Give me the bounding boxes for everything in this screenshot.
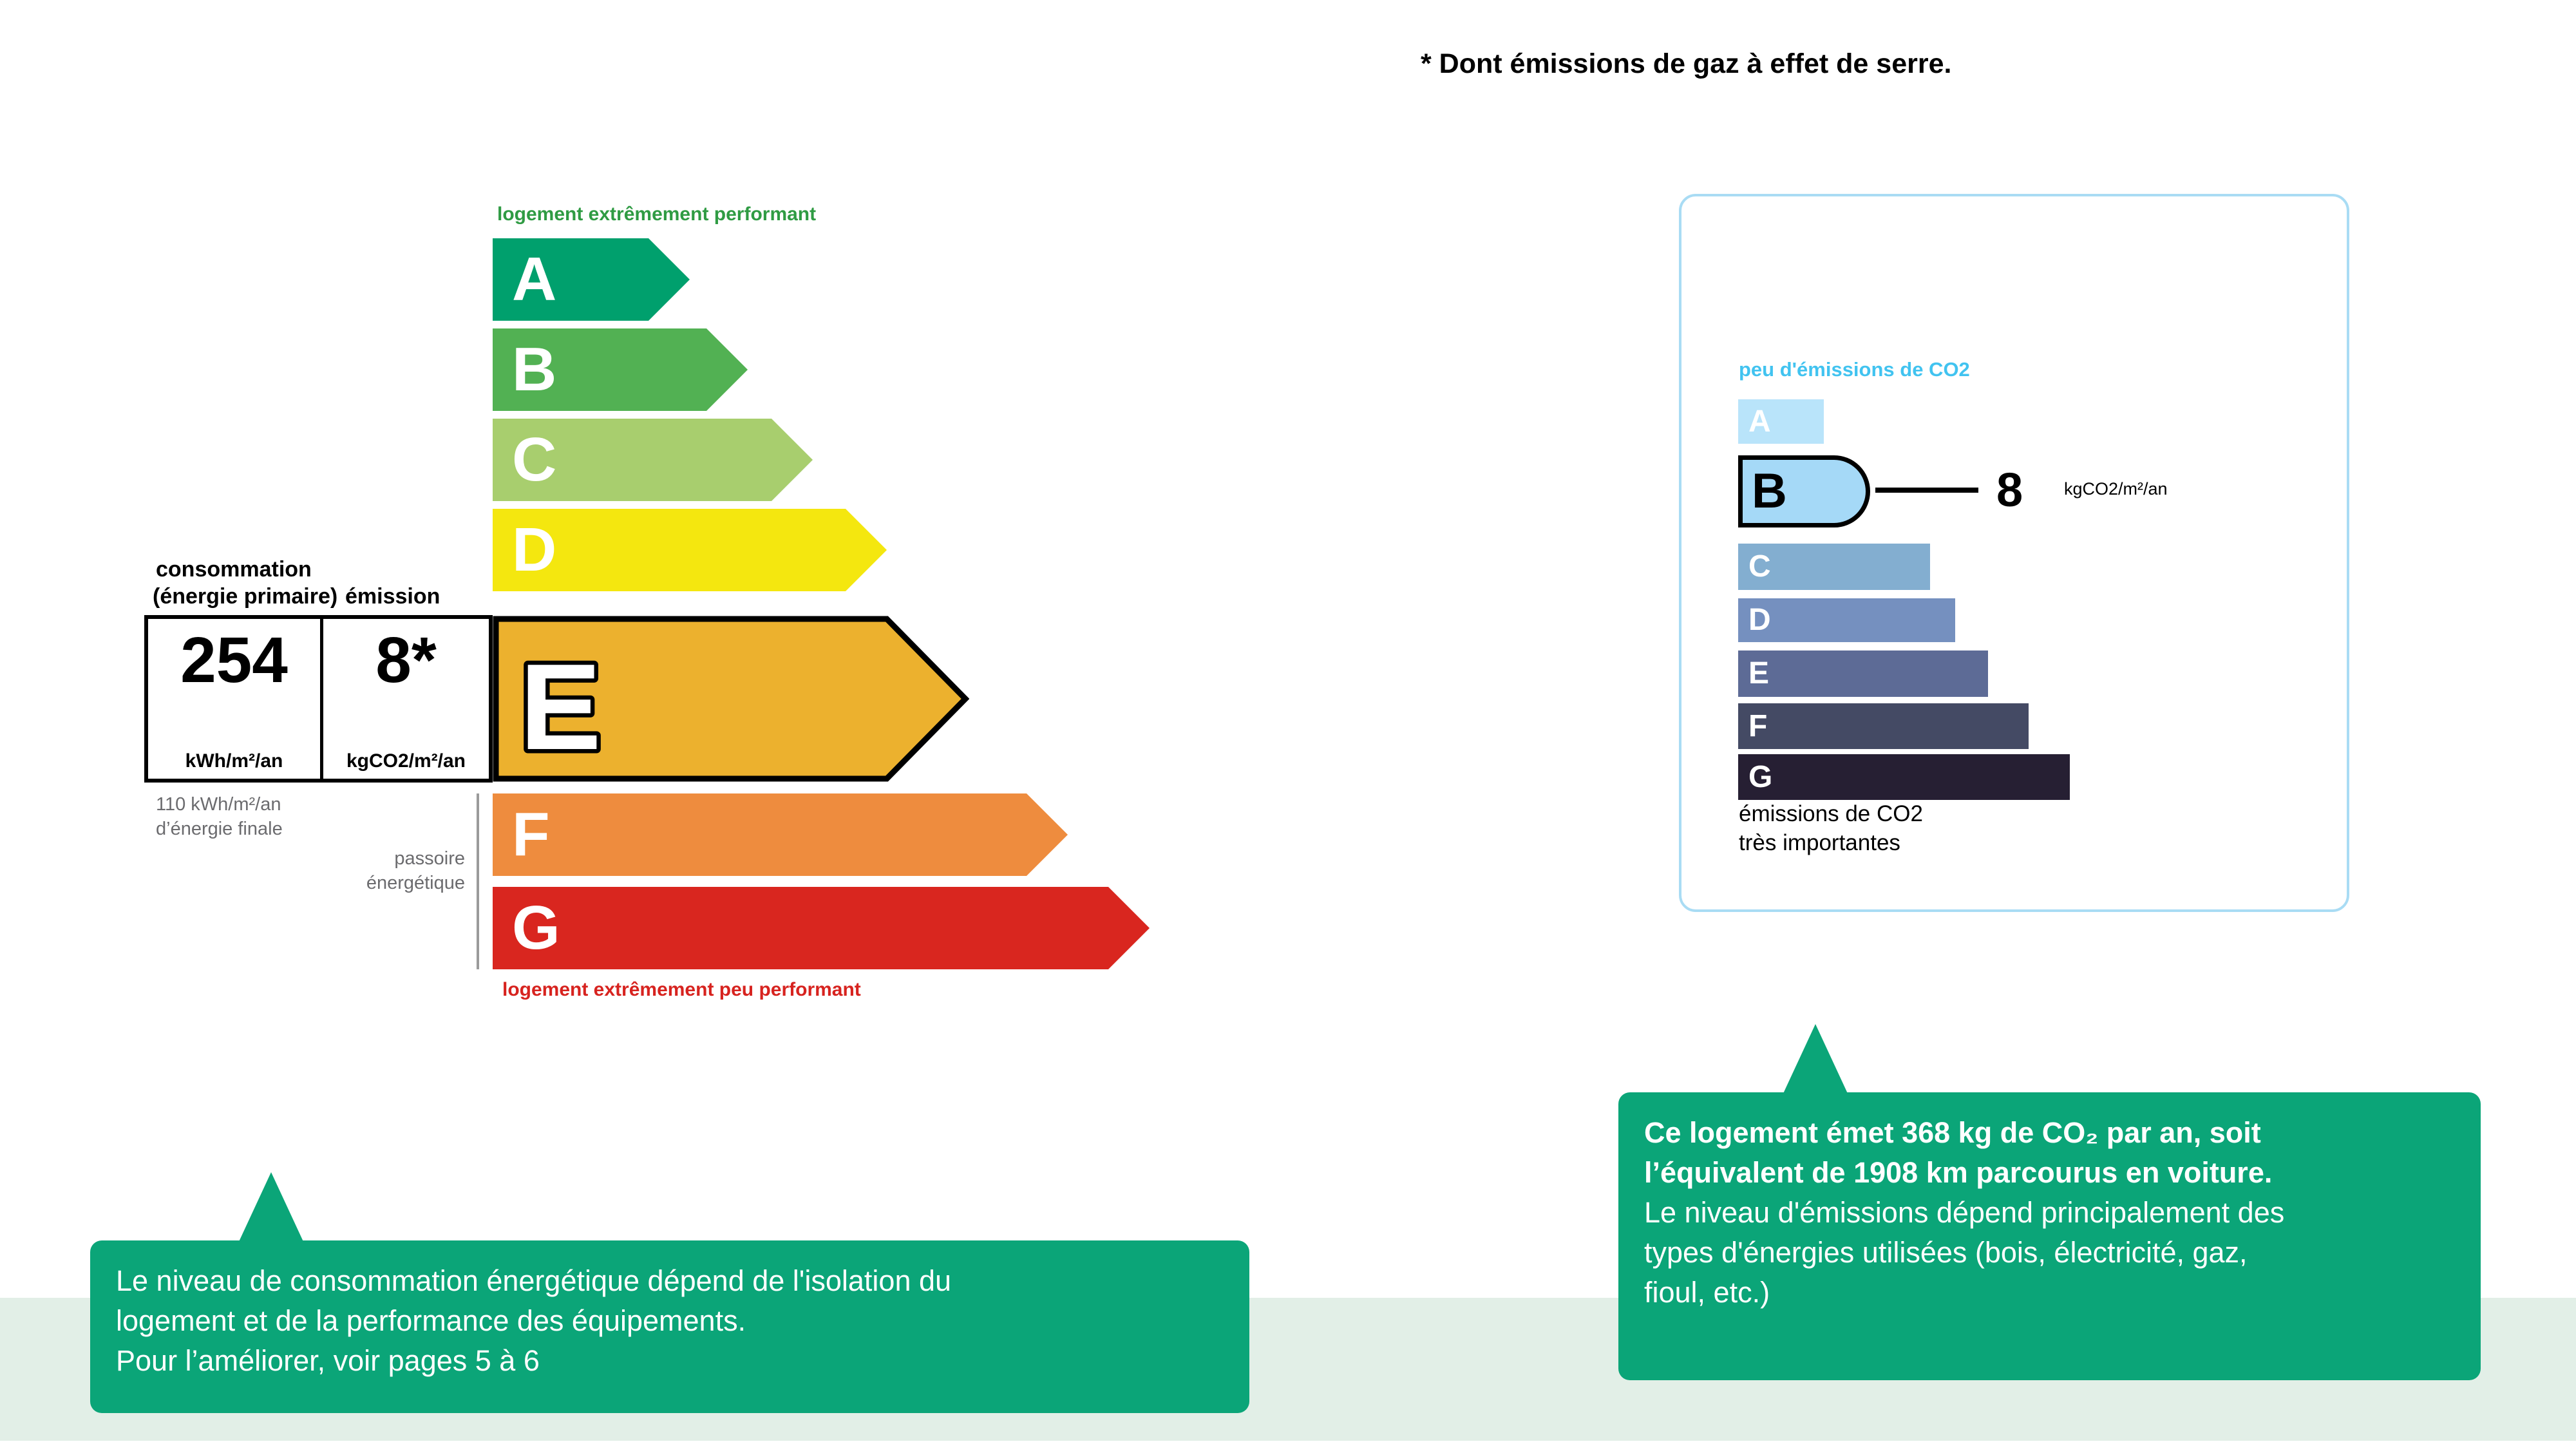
consumption-header-line2: (énergie primaire) xyxy=(153,584,338,609)
energy-class-c-letter: C xyxy=(512,425,557,494)
passoire-bracket-line xyxy=(477,793,479,969)
energy-class-e-letter: E xyxy=(520,639,601,775)
passoire-label-line1: passoire xyxy=(394,848,465,869)
energy-callout-line2: logement et de la performance des équipe… xyxy=(116,1304,746,1338)
co2-class-f-letter: F xyxy=(1748,708,1768,743)
energy-class-e-shape xyxy=(493,616,969,782)
co2-callout-bold-line2: l’équivalent de 1908 km parcourus en voi… xyxy=(1644,1156,2273,1190)
emission-cell: 8* kgCO2/m²/an xyxy=(320,619,489,779)
ghg-footnote: * Dont émissions de gaz à effet de serre… xyxy=(1421,48,1952,79)
energy-caption-top: logement extrêmement performant xyxy=(497,204,817,225)
co2-unit: kgCO2/m²/an xyxy=(2064,479,2168,499)
energy-class-a-arrow: A xyxy=(493,238,690,321)
co2-class-c-letter: C xyxy=(1748,549,1771,584)
emission-value: 8* xyxy=(375,624,437,696)
co2-class-a-letter: A xyxy=(1748,404,1771,439)
co2-class-b-letter: B xyxy=(1752,464,1787,518)
co2-class-a-bar: A xyxy=(1738,399,1824,444)
co2-class-g-bar: G xyxy=(1738,754,2070,800)
energy-class-f-letter: F xyxy=(512,800,550,869)
passoire-label-line2: énergétique xyxy=(366,873,465,893)
energy-class-f-arrow: F xyxy=(493,793,1068,876)
energy-class-b-letter: B xyxy=(512,335,557,404)
energy-class-g-letter: G xyxy=(512,893,560,962)
co2-callout-text: Ce logement émet 368 kg de CO₂ par an, s… xyxy=(1618,1092,2481,1333)
co2-callout-line5: fioul, etc.) xyxy=(1644,1276,1770,1309)
energy-class-a-letter: A xyxy=(512,245,557,314)
energy-callout-line3: Pour l’améliorer, voir pages 5 à 6 xyxy=(116,1344,540,1378)
energy-callout: Le niveau de consommation énergétique dé… xyxy=(90,1240,1249,1413)
left-callout-pointer xyxy=(238,1172,305,1244)
co2-class-e-bar: E xyxy=(1738,651,1988,697)
emission-header: émission xyxy=(345,584,440,609)
energy-callout-text: Le niveau de consommation énergétique dé… xyxy=(90,1240,1249,1401)
energy-class-d-arrow: D xyxy=(493,509,887,591)
co2-callout-line4: types d'énergies utilisées (bois, électr… xyxy=(1644,1236,2248,1269)
energy-class-c-arrow: C xyxy=(493,419,813,501)
energy-callout-line1: Le niveau de consommation énergétique dé… xyxy=(116,1264,952,1297)
co2-callout-bold-line1: Ce logement émet 368 kg de CO₂ par an, s… xyxy=(1644,1116,2261,1149)
co2-caption-bottom-line2: très importantes xyxy=(1739,830,1900,855)
co2-callout: Ce logement émet 368 kg de CO₂ par an, s… xyxy=(1618,1092,2481,1380)
consumption-header-line1: consommation xyxy=(156,557,312,582)
emission-unit: kgCO2/m²/an xyxy=(346,750,466,772)
co2-class-e-letter: E xyxy=(1748,656,1770,690)
co2-class-g-letter: G xyxy=(1748,759,1773,794)
co2-value: 8 xyxy=(1996,463,2023,517)
right-callout-pointer xyxy=(1782,1024,1849,1096)
co2-caption-top: peu d'émissions de CO2 xyxy=(1739,358,1970,381)
consumption-value: 254 xyxy=(180,624,288,696)
consumption-unit: kWh/m²/an xyxy=(185,750,283,772)
energy-caption-bottom: logement extrêmement peu performant xyxy=(502,979,861,1000)
consumption-cell: 254 kWh/m²/an xyxy=(148,619,320,779)
final-energy-line1: 110 kWh/m²/an xyxy=(156,794,281,815)
energy-class-b-arrow: B xyxy=(493,328,748,411)
energy-class-e-arrow-selected: E xyxy=(493,616,969,782)
co2-class-d-letter: D xyxy=(1748,603,1771,637)
co2-class-f-bar: F xyxy=(1738,703,2029,749)
co2-class-d-bar: D xyxy=(1738,598,1955,642)
co2-callout-line3: Le niveau d'émissions dépend principalem… xyxy=(1644,1196,2285,1230)
energy-class-g-arrow: G xyxy=(493,887,1150,969)
energy-class-d-letter: D xyxy=(512,515,557,584)
co2-class-b-bar-selected: B xyxy=(1738,455,1870,527)
energy-value-box: 254 kWh/m²/an 8* kgCO2/m²/an xyxy=(144,615,493,783)
co2-class-c-bar: C xyxy=(1738,544,1930,590)
co2-caption-bottom-line1: émissions de CO2 xyxy=(1739,801,1923,826)
final-energy-line2: d’énergie finale xyxy=(156,819,283,839)
co2-value-connector-line xyxy=(1875,488,1978,493)
